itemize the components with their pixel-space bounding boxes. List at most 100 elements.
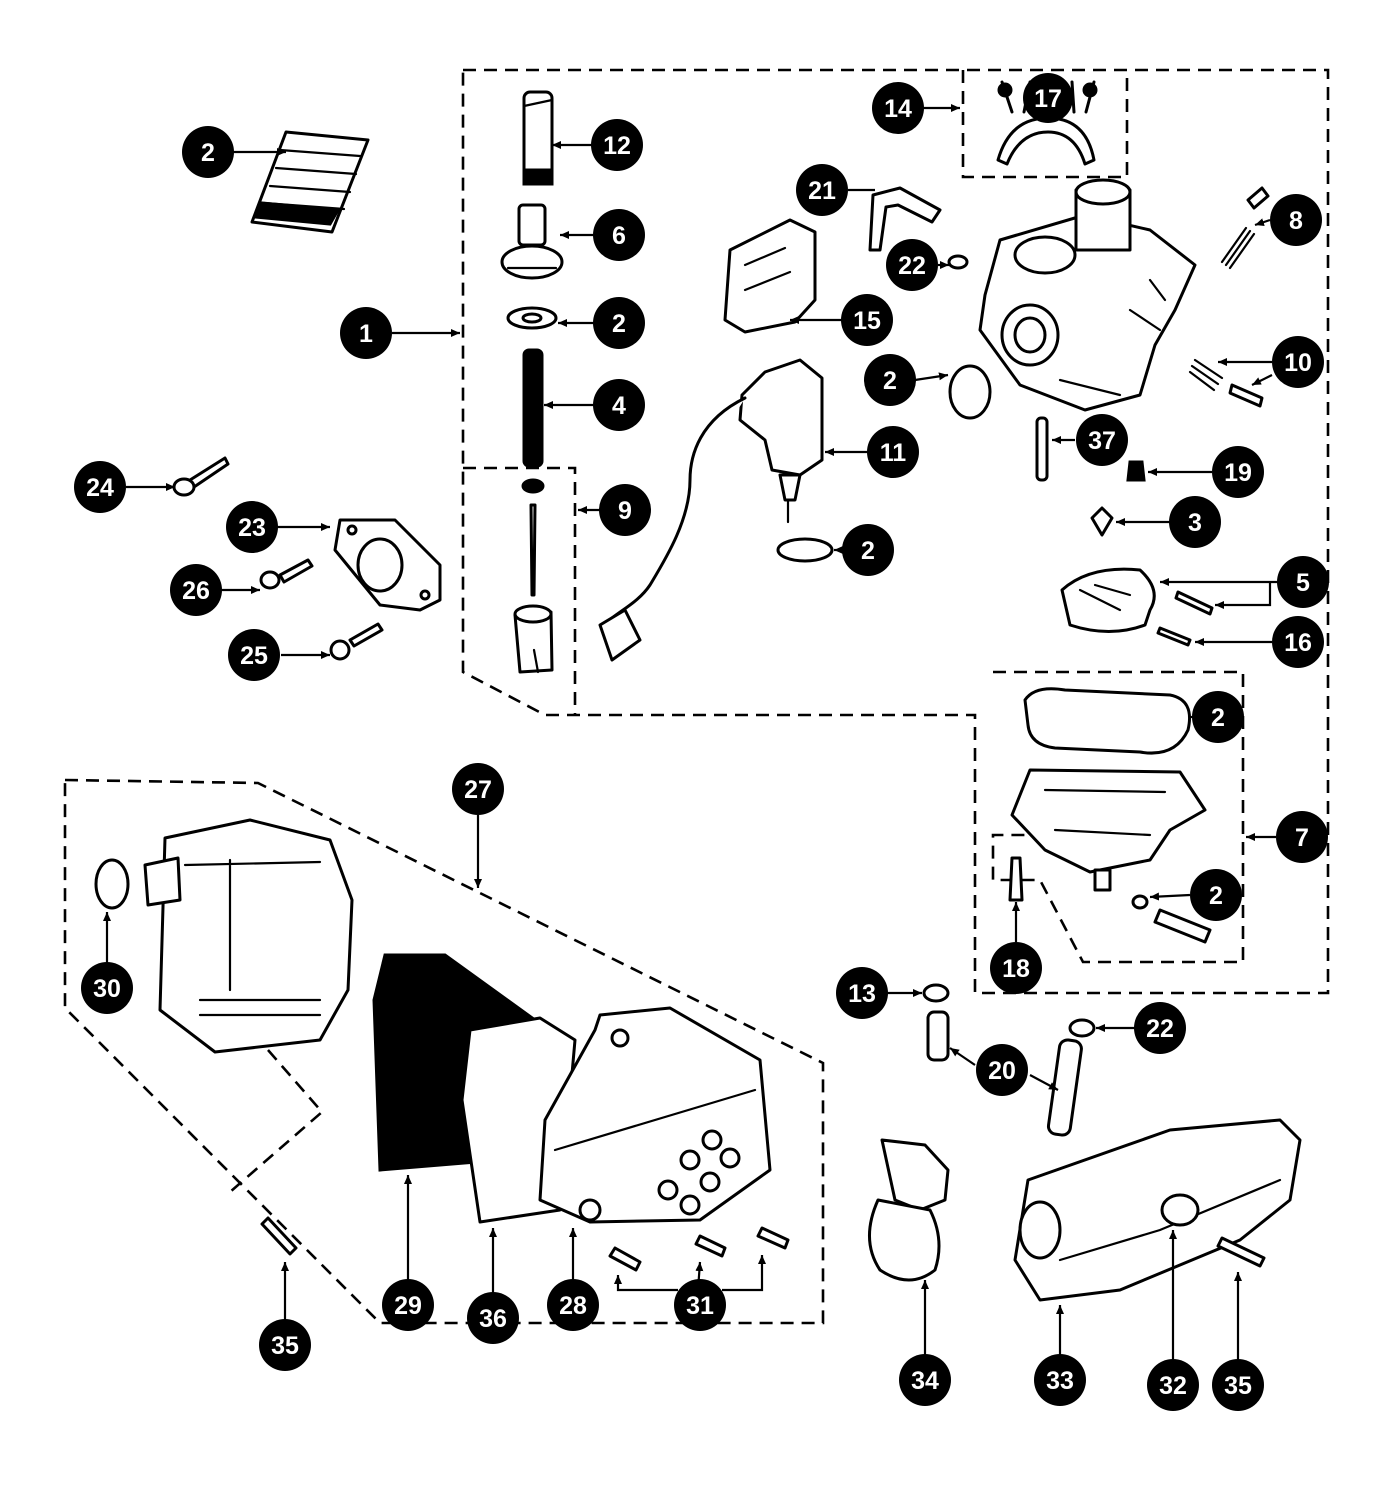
callout-2-bowl-gasket: 2 <box>1192 691 1244 743</box>
svg-text:6: 6 <box>612 222 626 250</box>
bowl-gasket-part <box>1023 687 1191 755</box>
svg-text:10: 10 <box>1284 349 1312 377</box>
float-part <box>723 218 817 334</box>
callouts: 2 12 6 2 1 4 9 24 23 26 25 14 17 21 22 1… <box>74 73 1329 1411</box>
o-ring-part <box>948 364 992 420</box>
svg-text:23: 23 <box>238 514 266 542</box>
svg-text:24: 24 <box>86 474 114 502</box>
washer-hole <box>521 312 543 324</box>
cap-part <box>500 203 564 280</box>
svg-text:29: 29 <box>394 1292 422 1320</box>
callout-16: 16 <box>1272 616 1324 668</box>
screw-part <box>608 1246 642 1272</box>
svg-text:2: 2 <box>201 139 215 167</box>
callout-17: 17 <box>1023 73 1073 123</box>
callout-34: 34 <box>899 1354 951 1406</box>
o-ring-part <box>94 858 130 910</box>
clip-part <box>922 983 950 1003</box>
callout-33: 33 <box>1034 1354 1086 1406</box>
callout-14: 14 <box>872 82 924 134</box>
clip-part <box>947 254 969 270</box>
callout-5: 5 <box>1277 556 1329 608</box>
callout-4: 4 <box>593 379 645 431</box>
callout-13: 13 <box>836 967 888 1019</box>
callout-22-upper: 22 <box>886 239 938 291</box>
screw-part <box>756 1226 790 1250</box>
callout-2-drain-washer: 2 <box>1190 869 1242 921</box>
intake-boot-part <box>868 1138 950 1282</box>
callout-37: 37 <box>1076 414 1128 466</box>
callout-29: 29 <box>382 1279 434 1331</box>
svg-text:22: 22 <box>898 252 926 280</box>
carburetor-assembly-boundary <box>461 68 1330 995</box>
hose-part <box>868 186 942 252</box>
callout-12: 12 <box>591 119 643 171</box>
callout-11: 11 <box>867 426 919 478</box>
callout-2-solenoid-oring: 2 <box>842 524 894 576</box>
callout-22-lower: 22 <box>1134 1002 1186 1054</box>
washer-part <box>1131 894 1149 910</box>
callout-10: 10 <box>1272 336 1324 388</box>
leader-lines <box>103 104 1278 1360</box>
insulator-part <box>333 518 442 612</box>
callout-7: 7 <box>1276 811 1328 863</box>
air-filter-inner-boundary <box>229 1049 324 1193</box>
svg-text:31: 31 <box>686 1292 714 1320</box>
callout-28: 28 <box>547 1279 599 1331</box>
spring-part <box>1220 186 1270 270</box>
callout-21: 21 <box>796 164 848 216</box>
o-ring-part <box>776 537 834 563</box>
callout-27: 27 <box>452 763 504 815</box>
callout-9: 9 <box>599 484 651 536</box>
callout-6: 6 <box>593 209 645 261</box>
svg-text:30: 30 <box>93 975 121 1003</box>
callout-2-decal: 2 <box>182 126 234 178</box>
needle-subgroup-boundary <box>463 466 577 715</box>
svg-text:16: 16 <box>1284 629 1312 657</box>
screw-part <box>259 558 314 590</box>
svg-text:14: 14 <box>884 95 912 123</box>
main-jet-part <box>1090 506 1114 537</box>
callout-31: 31 <box>674 1279 726 1331</box>
callout-23: 23 <box>226 501 278 553</box>
screw-part <box>694 1234 727 1258</box>
svg-text:3: 3 <box>1188 509 1202 537</box>
svg-text:37: 37 <box>1088 427 1116 455</box>
needle-set-part <box>513 478 554 674</box>
float-bowl-part <box>1010 768 1207 892</box>
svg-text:8: 8 <box>1289 207 1303 235</box>
callout-19: 19 <box>1212 446 1264 498</box>
air-filter-case-part <box>143 818 354 1054</box>
drain-screw-part <box>1153 908 1212 944</box>
hose-part <box>926 1010 950 1062</box>
callout-1: 1 <box>340 307 392 359</box>
callout-2-washer: 2 <box>593 297 645 349</box>
jet-part <box>1126 460 1146 482</box>
svg-text:13: 13 <box>848 980 876 1008</box>
callout-24: 24 <box>74 461 126 513</box>
svg-text:1: 1 <box>359 320 373 348</box>
parts <box>94 80 1302 1302</box>
screw-part <box>1216 1236 1266 1268</box>
screw-part <box>260 1216 298 1256</box>
callout-36: 36 <box>467 1292 519 1344</box>
screw-part <box>1156 626 1192 647</box>
spring-part <box>522 348 544 468</box>
svg-text:7: 7 <box>1295 824 1309 852</box>
carburetor-body-part <box>978 178 1197 412</box>
svg-text:11: 11 <box>880 439 907 467</box>
callout-30: 30 <box>81 962 133 1014</box>
svg-text:2: 2 <box>861 537 875 565</box>
clip-part <box>1068 1018 1096 1038</box>
callout-8: 8 <box>1270 194 1322 246</box>
choke-bracket-subgroup-boundary <box>961 70 1129 179</box>
svg-text:28: 28 <box>559 1292 587 1320</box>
svg-text:4: 4 <box>612 392 626 420</box>
svg-text:2: 2 <box>1211 704 1225 732</box>
callout-25: 25 <box>228 629 280 681</box>
air-filter-cover-part <box>538 1006 772 1224</box>
svg-text:2: 2 <box>612 310 626 338</box>
svg-text:35: 35 <box>271 1332 299 1360</box>
svg-text:19: 19 <box>1224 459 1252 487</box>
